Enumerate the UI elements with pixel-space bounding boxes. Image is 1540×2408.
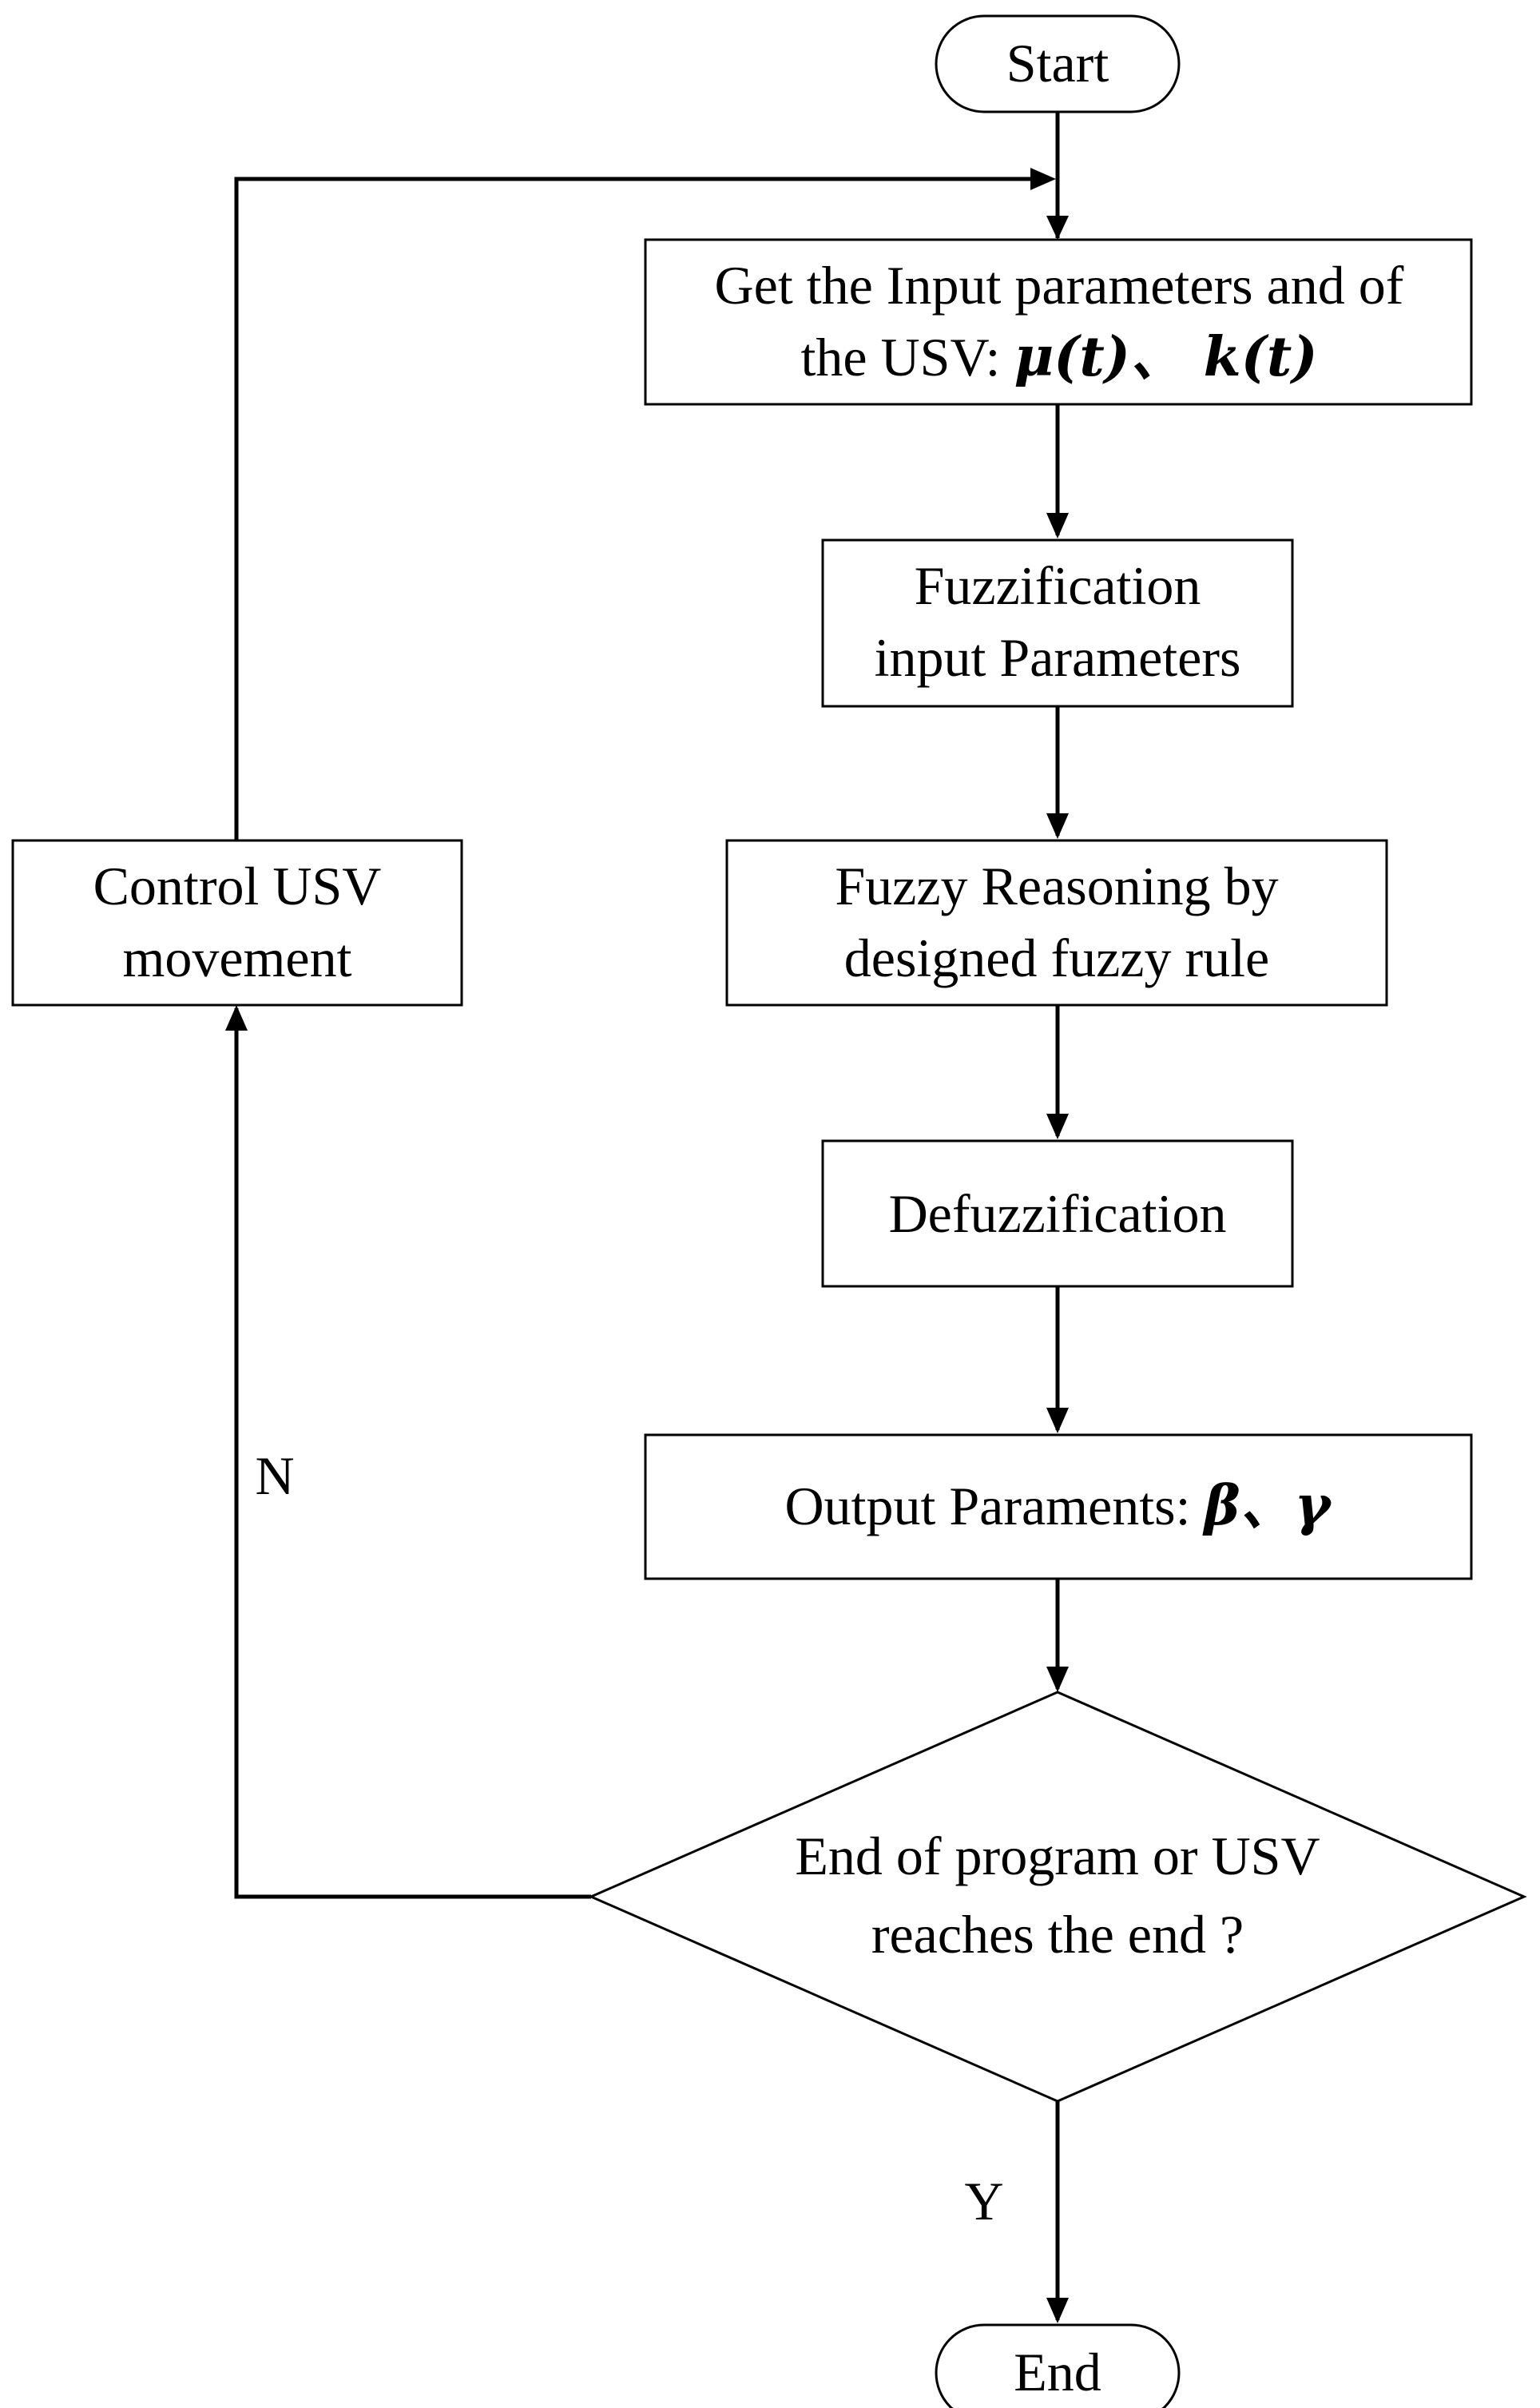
- decision-diamond: End of program or USV reaches the end ?: [588, 1691, 1527, 2103]
- arrowhead-end: [1046, 2298, 1069, 2323]
- input-box-line2-prefix: the USV:: [800, 327, 1014, 387]
- decision-line2: reaches the end ?: [871, 1904, 1244, 1965]
- control-line2: movement: [122, 928, 351, 988]
- input-parameters-box: Get the Input parameters and of the USV:…: [644, 238, 1473, 406]
- arrowhead-output: [1046, 1408, 1069, 1433]
- output-box-label: Output Paraments: β、γ: [784, 1474, 1332, 1538]
- arrowhead-defuzzification: [1046, 1114, 1069, 1139]
- end-label: End: [1014, 2342, 1101, 2402]
- defuzzification-box: Defuzzification: [821, 1139, 1294, 1288]
- control-line1: Control USV: [93, 856, 382, 916]
- arrow-control-loop-back: [234, 177, 1051, 840]
- arrow-decision-to-control: [234, 1008, 591, 1899]
- arrowhead-loop: [1030, 168, 1056, 190]
- output-box-prefix: Output Paraments:: [784, 1476, 1204, 1536]
- reasoning-line2: designed fuzzy rule: [844, 928, 1269, 988]
- no-label: N: [255, 1445, 294, 1506]
- arrowhead-decision: [1046, 1667, 1069, 1692]
- reasoning-line1: Fuzzy Reasoning by: [835, 856, 1278, 916]
- fuzzification-box: Fuzzification input Parameters: [821, 538, 1294, 708]
- decision-line1: End of program or USV: [795, 1826, 1320, 1886]
- input-box-line1: Get the Input parameters and of: [715, 255, 1404, 316]
- input-box-line2: the USV: μ(t)、 k(t): [800, 325, 1317, 389]
- yes-label: Y: [964, 2171, 1003, 2231]
- defuzzification-label: Defuzzification: [889, 1183, 1227, 1244]
- start-label: Start: [1006, 33, 1109, 93]
- fuzzy-reasoning-box: Fuzzy Reasoning by designed fuzzy rule: [725, 839, 1388, 1007]
- fuzzification-line1: Fuzzification: [915, 555, 1201, 616]
- arrowhead-control: [225, 1005, 248, 1031]
- arrowhead-input: [1046, 216, 1069, 240]
- start-terminator: Start: [935, 14, 1181, 113]
- output-parameters-box: Output Paraments: β、γ: [644, 1433, 1473, 1580]
- input-box-line2-math: μ(t)、 k(t): [1014, 325, 1317, 389]
- arrowhead-reasoning: [1046, 813, 1069, 839]
- fuzzification-line2: input Parameters: [875, 627, 1241, 688]
- end-terminator: End: [935, 2323, 1181, 2408]
- output-box-math: β、γ: [1201, 1474, 1332, 1538]
- arrowhead-fuzzification: [1046, 513, 1069, 538]
- control-usv-box: Control USV movement: [11, 839, 463, 1007]
